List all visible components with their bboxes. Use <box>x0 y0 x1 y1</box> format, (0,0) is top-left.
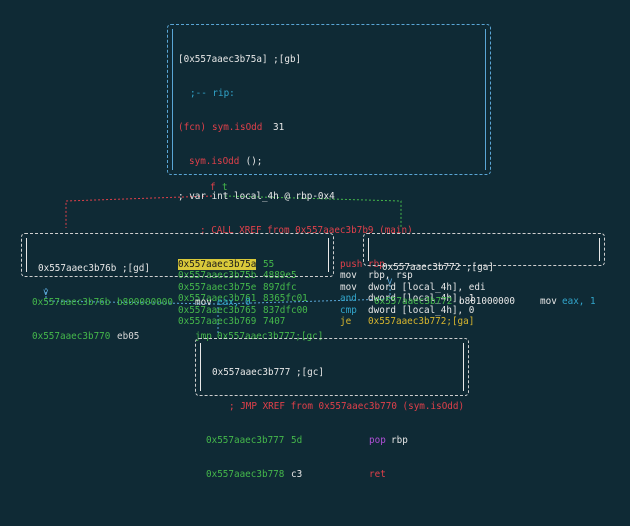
node-block-gd[interactable]: 0x557aaec3b76b ;[gd] 0x557aaec3b76b b800… <box>21 233 334 342</box>
edge-arrow-gd: v <box>43 287 49 298</box>
fcn-signature-name: sym.isOdd <box>189 156 240 168</box>
instruction-row[interactable]: 0x557aaec3b76b b800000000 mov eax, 0 <box>32 297 321 308</box>
instr-address: 0x557aaec3b769 <box>178 315 257 327</box>
instr-mnemonic: pop <box>369 435 386 447</box>
instr-operands: 0x557aaec3b772;[ga] <box>368 315 475 327</box>
graph-edges <box>45 195 402 335</box>
instr-mnemonic: push <box>340 259 363 271</box>
node-header: 0x557aaec3b777 ;[gc] <box>212 366 324 378</box>
instr-address: 0x557aaec3b75e <box>178 281 257 293</box>
node-header: 0x557aaec3b772 ;[ga] <box>382 261 494 273</box>
instr-address: 0x557aaec3b778 <box>206 469 285 481</box>
instr-bytes: 897dfc <box>263 281 297 293</box>
edge-ga-to-gc <box>217 285 391 305</box>
instr-address: 0x557aaec3b76b <box>32 297 111 309</box>
edge-arrow-ga: v <box>387 276 393 287</box>
instr-bytes: eb05 <box>117 331 140 343</box>
instr-address: 0x557aaec3b765 <box>178 304 257 316</box>
instruction-row[interactable]: 0x557aaec3b772 b801000000 mov eax, 1 <box>374 296 596 308</box>
instr-address: 0x557aaec3b75a <box>178 259 257 271</box>
instr-mnemonic: mov <box>540 296 557 308</box>
instr-address: 0x557aaec3b777 <box>206 435 285 447</box>
instr-mnemonic: mov <box>340 281 357 293</box>
fcn-signature-rest: (); <box>240 156 263 168</box>
instruction-row[interactable]: 0x557aaec3b75b 4889e5 mov rbp, rsp <box>178 270 478 281</box>
node-header: [0x557aaec3b75a] ;[gb] <box>178 53 302 65</box>
instr-bytes: b800000000 <box>117 297 173 309</box>
node-block-ga[interactable]: 0x557aaec3b772 ;[ga] 0x557aaec3b772 b801… <box>363 233 605 307</box>
instruction-row[interactable]: 0x557aaec3b777 5d pop rbp <box>206 435 456 446</box>
call-xref: ; CALL XREF from 0x557aaec3b7b9 (main) <box>200 224 413 236</box>
instr-mnemonic: and <box>340 293 357 305</box>
instr-mnemonic: je <box>340 315 352 327</box>
fcn-name: sym.isOdd <box>212 122 263 134</box>
instr-bytes: 837dfc00 <box>263 304 308 316</box>
instr-operands: dword [local_4h], 0 <box>368 304 475 316</box>
instr-operands: dword [local_4h], 1 <box>368 293 475 305</box>
fcn-prefix: (fcn) <box>178 122 206 134</box>
fcn-size: 31 <box>273 122 285 134</box>
instr-mnemonic: cmp <box>340 304 357 316</box>
instruction-row[interactable]: 0x557aaec3b778 c3 ret <box>206 469 456 480</box>
instruction-row[interactable]: 0x557aaec3b770 eb05 jmp 0x557aaec3b777;[… <box>32 331 324 343</box>
instruction-row[interactable]: 0x557aaec3b75e 897dfc mov dword [local_4h],… <box>178 281 486 293</box>
instr-bytes: 8365fc01 <box>263 293 308 305</box>
instr-bytes: 55 <box>263 259 275 271</box>
instruction-row[interactable]: 0x557aaec3b769 7407 je 0x557aaec3b772;[ga] <box>178 316 478 327</box>
instr-mnemonic: mov <box>195 297 212 309</box>
edge-gd-to-gc <box>45 288 219 335</box>
var-decl: ; var int local_4h @ rbp-0x4 <box>178 190 335 202</box>
edge-label-t: t <box>222 182 228 193</box>
edge-true-branch <box>65 195 213 228</box>
instr-operands: rbp <box>368 259 385 271</box>
instr-bytes: b801000000 <box>459 296 515 308</box>
instr-operands: rbp, rsp <box>368 270 413 282</box>
instr-operands: eax, 0 <box>217 297 251 309</box>
instr-operands: eax, 1 <box>562 296 596 308</box>
instr-mnemonic: jmp <box>195 331 212 343</box>
node-main-block[interactable]: [0x557aaec3b75a] ;[gb] ;-- rip: (fcn) sy… <box>167 24 491 327</box>
instr-bytes: 4889e5 <box>263 270 297 282</box>
instr-operands: dword [local_4h], edi <box>368 281 486 293</box>
instr-address: 0x557aaec3b770 <box>32 331 111 343</box>
jmp-xref: ; JMP XREF from 0x557aaec3b770 (sym.isOd… <box>229 401 465 413</box>
instr-address: 0x557aaec3b772 <box>374 296 453 308</box>
instr-address: 0x557aaec3b761 <box>178 293 257 305</box>
instr-mnemonic: ret <box>369 469 386 481</box>
edge-label-f: f <box>210 182 216 193</box>
instruction-row[interactable]: 0x557aaec3b761 8365fc01 and dword [local_4h… <box>178 293 478 304</box>
instr-bytes: 7407 <box>263 315 286 327</box>
instr-operands: rbp <box>391 435 408 447</box>
edge-false-branch <box>224 195 402 228</box>
instr-mnemonic: mov <box>340 270 357 282</box>
rip-comment: ;-- rip: <box>190 88 235 100</box>
node-block-gc[interactable]: 0x557aaec3b777 ;[gc] ; JMP XREF from 0x5… <box>195 338 469 480</box>
instr-bytes: 5d <box>291 435 303 447</box>
instr-bytes: c3 <box>291 469 303 481</box>
instruction-row[interactable]: 0x557aaec3b765 837dfc00 cmp dword [local_4h… <box>178 305 478 316</box>
instr-address: 0x557aaec3b75b <box>178 270 257 282</box>
instr-operands: 0x557aaec3b777;[gc] <box>217 331 324 343</box>
node-header: 0x557aaec3b76b ;[gd] <box>38 262 150 274</box>
